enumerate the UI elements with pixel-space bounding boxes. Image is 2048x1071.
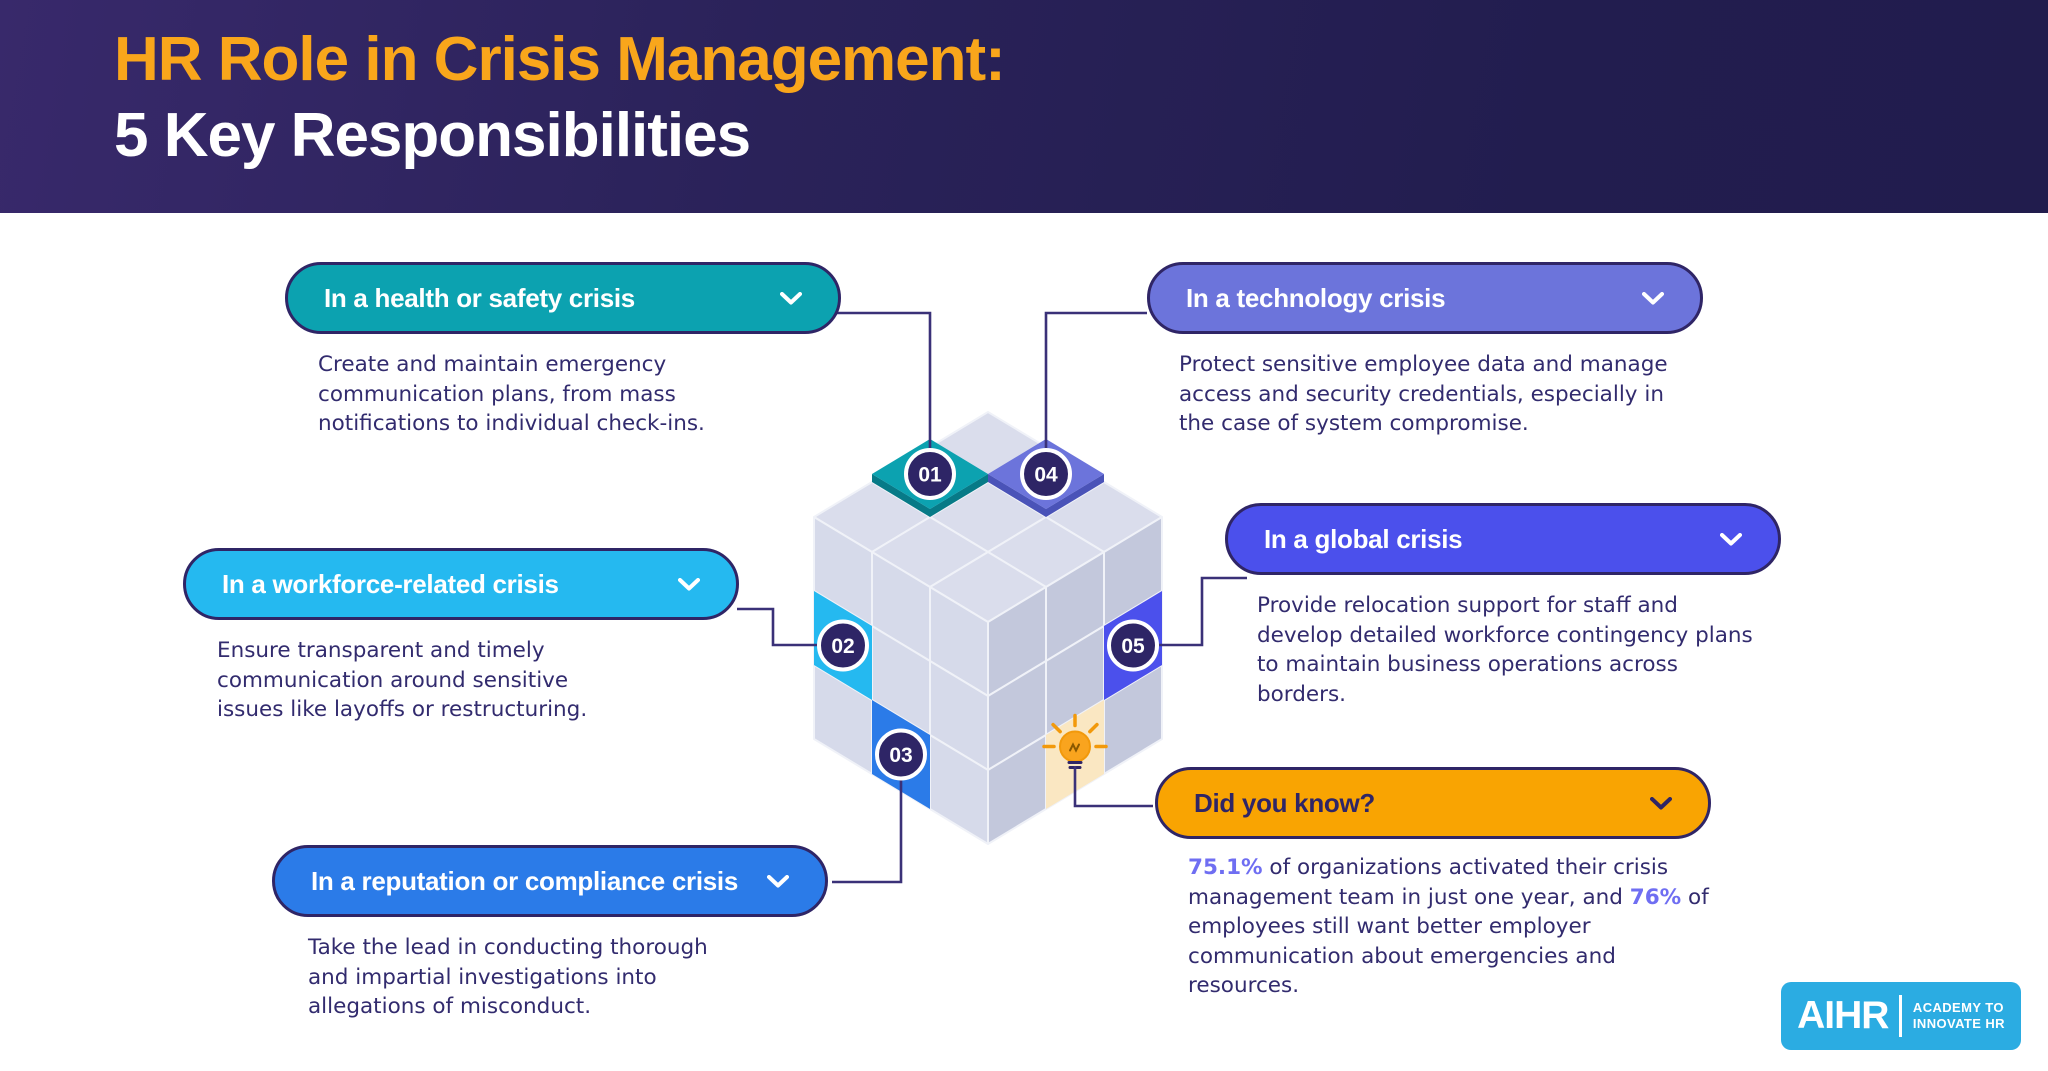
pill-label: In a health or safety crisis — [324, 282, 635, 313]
card-health-safety: In a health or safety crisis Create and … — [285, 262, 841, 436]
pill-did-you-know[interactable]: Did you know? — [1155, 767, 1711, 839]
card-description: 75.1% of organizations activated their c… — [1188, 855, 1709, 998]
svg-text:04: 04 — [1034, 464, 1058, 487]
pill-technology[interactable]: In a technology crisis — [1147, 262, 1703, 334]
card-description: Create and maintain emergency communicat… — [318, 352, 705, 436]
card-description: Ensure transparent and timely communicat… — [217, 638, 588, 722]
aihr-logo-wordmark: AIHR — [1797, 994, 1889, 1037]
svg-text:01: 01 — [918, 464, 942, 487]
page-title-line1: HR Role in Crisis Management: — [114, 25, 1006, 94]
pill-health-safety[interactable]: In a health or safety crisis — [285, 262, 841, 334]
header-banner: HR Role in Crisis Management: 5 Key Resp… — [0, 0, 2048, 213]
card-technology: In a technology crisis Protect sensitive… — [1147, 262, 1703, 436]
card-description: Protect sensitive employee data and mana… — [1179, 352, 1668, 436]
svg-text:02: 02 — [831, 635, 854, 658]
pill-label: In a reputation or compliance crisis — [311, 865, 738, 896]
chevron-down-icon[interactable] — [678, 577, 700, 591]
aihr-logo: AIHR ACADEMY TO INNOVATE HR — [1781, 982, 2021, 1050]
pill-global[interactable]: In a global crisis — [1225, 503, 1781, 575]
svg-text:05: 05 — [1121, 635, 1145, 658]
aihr-logo-tagline: ACADEMY TO INNOVATE HR — [1912, 1000, 2005, 1031]
page-title-line2: 5 Key Responsibilities — [114, 101, 751, 170]
card-did-you-know: Did you know? 75.1% of organizations act… — [1155, 767, 1711, 998]
chevron-down-icon[interactable] — [1642, 291, 1664, 305]
svg-text:03: 03 — [889, 744, 912, 767]
logo-divider — [1899, 995, 1902, 1037]
chevron-down-icon[interactable] — [780, 291, 802, 305]
pill-workforce[interactable]: In a workforce-related crisis — [183, 548, 739, 620]
chevron-down-icon[interactable] — [767, 874, 789, 888]
card-description: Provide relocation support for staff and… — [1257, 593, 1753, 707]
card-global: In a global crisis Provide relocation su… — [1225, 503, 1781, 707]
card-reputation-compliance: In a reputation or compliance crisis Tak… — [272, 845, 828, 1019]
card-description: Take the lead in conducting thorough and… — [308, 935, 708, 1019]
chevron-down-icon[interactable] — [1650, 796, 1672, 810]
card-workforce: In a workforce-related crisis Ensure tra… — [183, 548, 739, 722]
pill-label: Did you know? — [1194, 787, 1375, 818]
pill-reputation-compliance[interactable]: In a reputation or compliance crisis — [272, 845, 828, 917]
chevron-down-icon[interactable] — [1720, 532, 1742, 546]
page-title: HR Role in Crisis Management: 5 Key Resp… — [114, 22, 1006, 174]
pill-label: In a technology crisis — [1186, 282, 1446, 313]
pill-label: In a workforce-related crisis — [222, 568, 559, 599]
pill-label: In a global crisis — [1264, 523, 1463, 554]
